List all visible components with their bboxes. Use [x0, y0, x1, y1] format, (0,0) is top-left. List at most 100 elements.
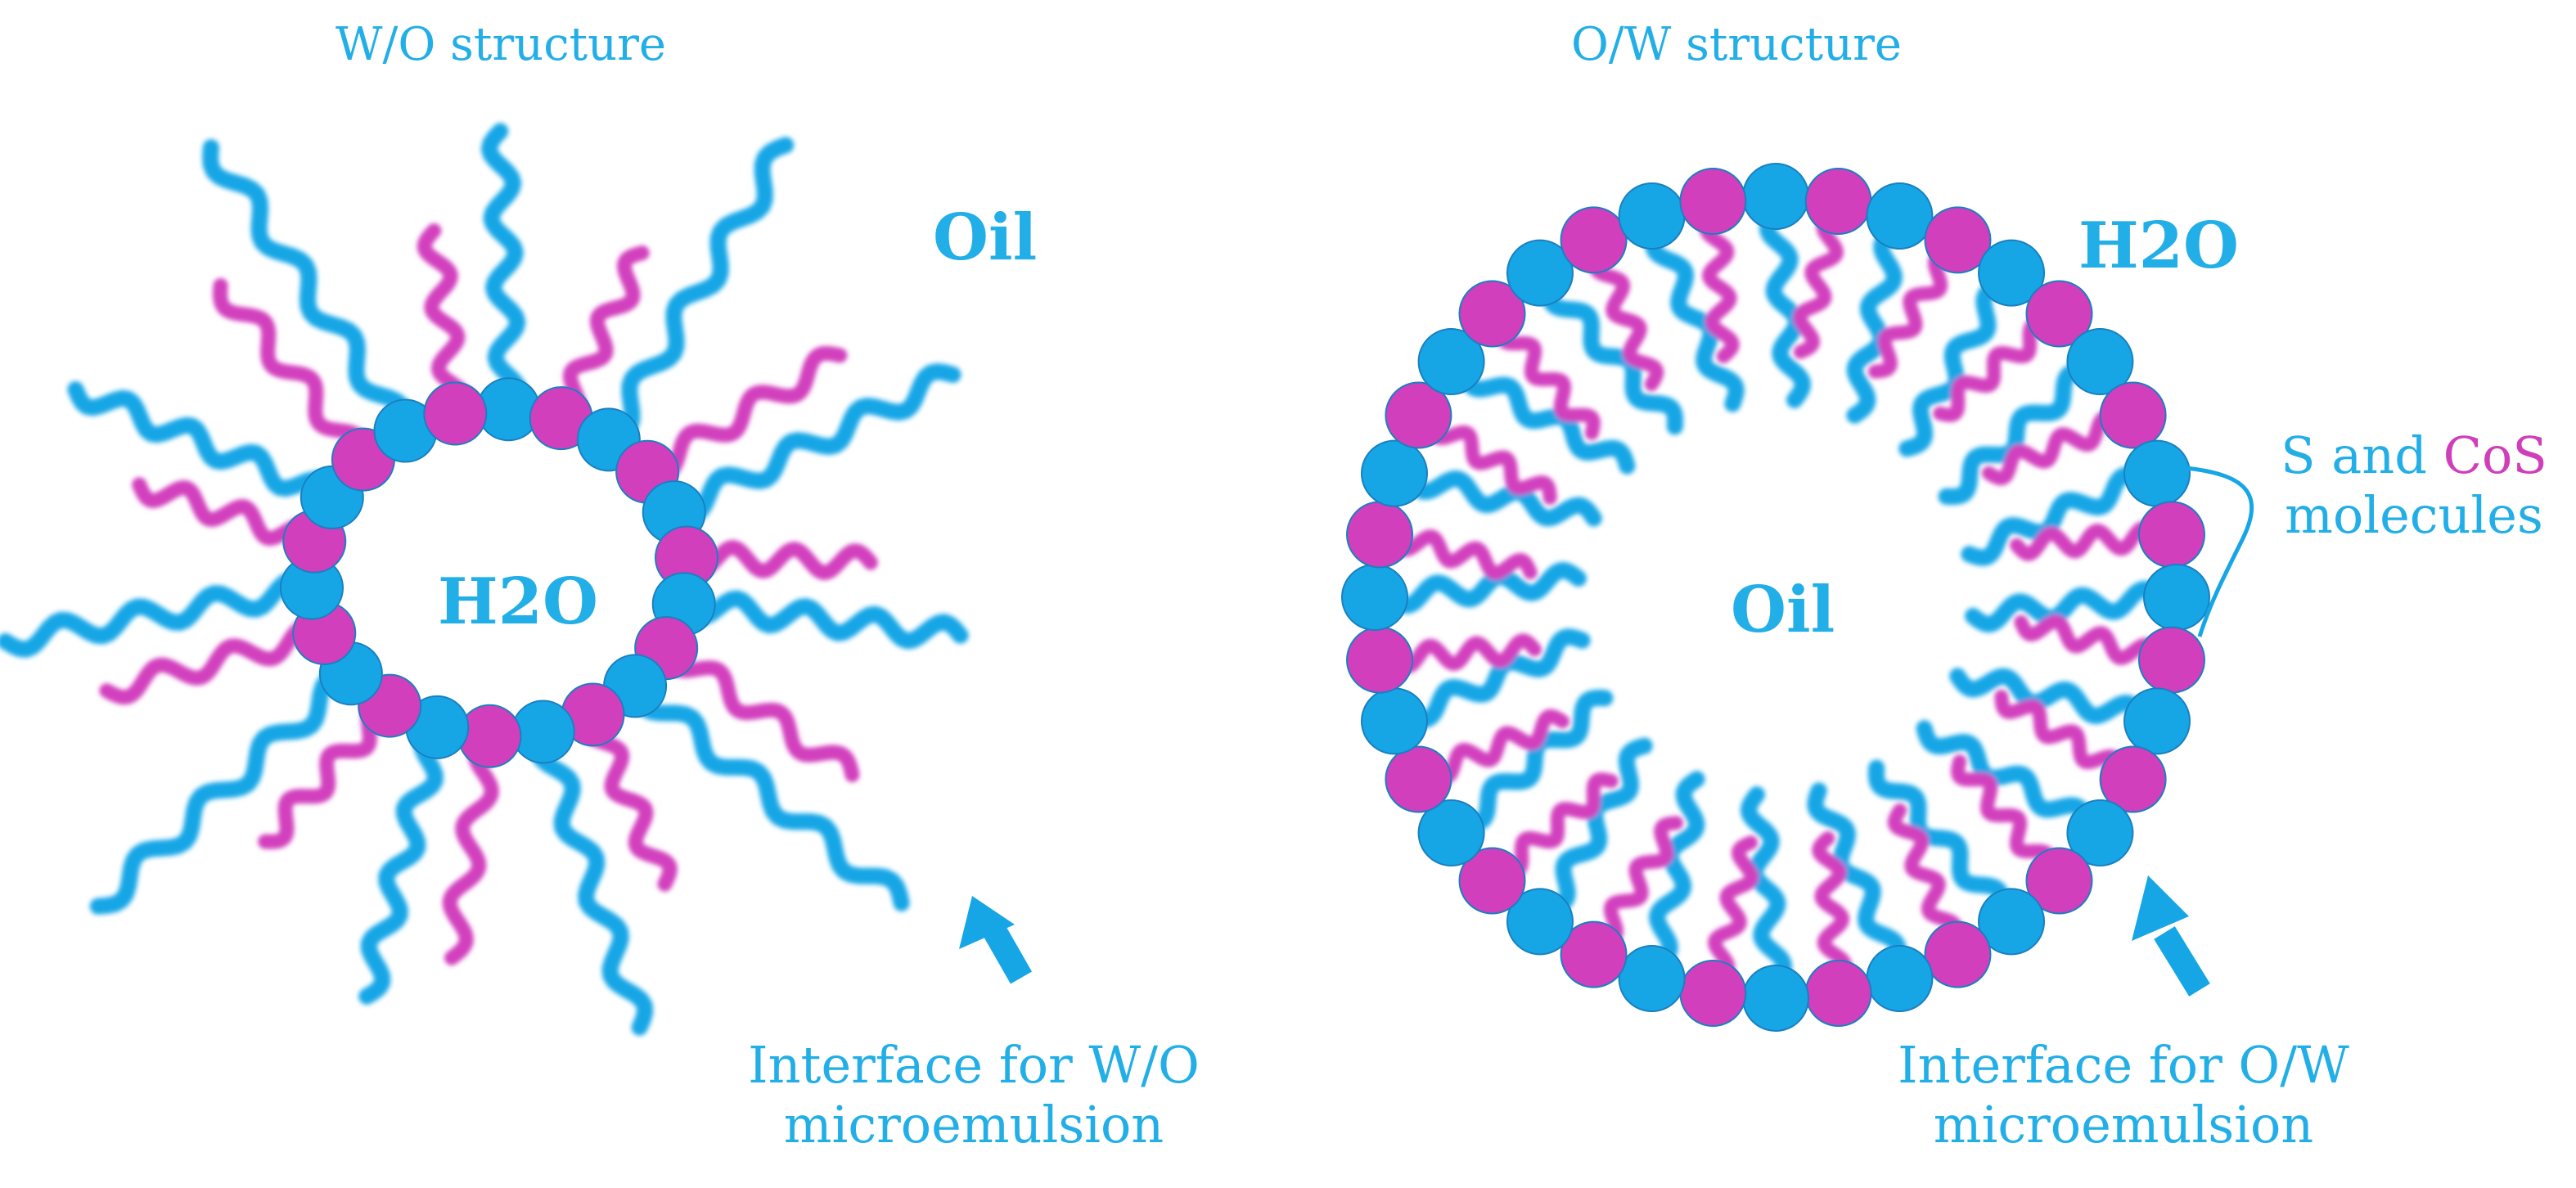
cosurfactant-head [1560, 206, 1628, 274]
surfactant-tail [1949, 668, 2150, 725]
surfactant-head [1506, 239, 1574, 307]
cosurfactant-head [1924, 206, 1992, 274]
ow-core-label: Oil [1731, 573, 1835, 647]
ow-interface-arrow [2132, 875, 2210, 997]
cosurfactant-tail [1389, 633, 1542, 674]
surfactant-tail [665, 363, 961, 524]
cosurfactant-tail [1812, 831, 1853, 984]
surfactant-tail [1541, 737, 1653, 917]
cosurfactant-head [1804, 168, 1872, 236]
surfactant-tail [1456, 689, 1614, 832]
cosurfactant-head [2025, 847, 2093, 915]
ow-interface-line1: Interface for O/W [1898, 1035, 2349, 1095]
surfactant-head [2123, 439, 2191, 507]
cosurfactant-head [423, 381, 488, 446]
cosurfactant-tail [2010, 520, 2163, 561]
wo-headgroups [279, 377, 719, 768]
cos-label: CoS [2443, 425, 2547, 485]
molecules-line1: S and CoS [2259, 425, 2569, 485]
surfactant-tail [480, 123, 528, 418]
cosurfactant-tail [659, 641, 860, 782]
surfactant-tail [627, 677, 910, 911]
cosurfactant-tail [1594, 816, 1683, 947]
wo-interface-line1: Interface for W/O [748, 1035, 1200, 1095]
surfactant-head [1618, 182, 1686, 250]
cosurfactant-head [1346, 626, 1414, 694]
surfactant-head [1978, 239, 2046, 307]
annotations [959, 466, 2254, 997]
wo-interface-arrow [959, 896, 1033, 984]
surfactant-head [2143, 564, 2210, 631]
surfactant-tail [1961, 466, 2150, 566]
surfactant-tail [1867, 759, 2011, 917]
surfactant-tail [1645, 223, 1745, 412]
cosurfactant-tail [1425, 709, 1570, 785]
ow-surfactant-tails [1383, 205, 2168, 990]
molecules-bracket [2186, 466, 2254, 637]
surfactant-tail [1648, 771, 1705, 971]
cosurfactant-head [1679, 168, 1747, 236]
surfactant-tail [1402, 628, 1591, 728]
cosurfactant-tail [1981, 410, 2126, 486]
surfactant-tail [529, 723, 654, 1036]
surfactant-tail [1807, 782, 1907, 971]
cosurfactant-head [1385, 381, 1452, 449]
cosurfactant-tail [640, 345, 848, 482]
cosurfactant-tail [1868, 247, 1957, 379]
cosurfactant-head [1804, 959, 1872, 1027]
cosurfactant-tail [213, 278, 372, 467]
surfactant-tail [1916, 720, 2096, 832]
surfactant-head [1618, 945, 1686, 1013]
cosurfactant-tail [1699, 210, 1740, 363]
cosurfactant-head [2025, 280, 2093, 348]
surfactant-tail [1965, 581, 2168, 632]
ow-outer-label: H2O [2078, 209, 2239, 283]
cosurfactant-tail [1495, 318, 1601, 440]
cosurfactant-head [1679, 959, 1747, 1027]
wo-title: W/O structure [336, 18, 667, 71]
surfactant-tail [1741, 786, 1792, 990]
cosurfactant-head [1385, 745, 1452, 813]
surfactant-tail [0, 571, 320, 658]
cosurfactant-tail [1708, 835, 1759, 984]
cosurfactant-head [2099, 381, 2167, 449]
cosurfactant-tail [1887, 803, 1963, 947]
surfactant-tail [89, 665, 359, 915]
molecules-line2: molecules [2285, 485, 2543, 545]
surfactant-head [1506, 888, 1574, 956]
cosurfactant-tail [1951, 754, 2056, 876]
surfactant-head [1742, 163, 1809, 230]
surfactant-tail [202, 139, 415, 439]
cosurfactant-head [2137, 501, 2205, 569]
ow-interface-caption: Interface for O/W microemulsion [1874, 1035, 2373, 1154]
surfactant-tail [1846, 223, 1903, 424]
cosurfactant-head [457, 704, 522, 768]
wo-interface-caption: Interface for W/O microemulsion [736, 1035, 1211, 1154]
cosurfactant-tail [1588, 247, 1664, 392]
cosurfactant-tail [442, 728, 499, 965]
surfactant-head [2123, 687, 2191, 755]
cosurfactant-head [1346, 501, 1414, 569]
surfactant-tail [1759, 205, 1811, 408]
molecules-caption: S and CoS molecules [2259, 425, 2569, 545]
surfactant-head [1742, 965, 1809, 1032]
surfactant-head [1417, 799, 1485, 867]
surfactant-tail [675, 590, 969, 650]
surfactant-head [1360, 687, 1428, 755]
surfactant-head [1866, 945, 1934, 1013]
wo-core-label: H2O [438, 565, 598, 639]
ow-interface-line2: microemulsion [1933, 1095, 2314, 1154]
surfactant-head [1978, 888, 2046, 956]
cosurfactant-head [1560, 920, 1628, 988]
cosurfactant-tail [2014, 614, 2163, 665]
wo-interface-line2: microemulsion [783, 1095, 1164, 1154]
surfactant-head [1866, 182, 1934, 250]
cosurfactant-tail [1389, 529, 1538, 580]
surfactant-tail [358, 718, 446, 1005]
wo-oil-label: Oil [933, 200, 1038, 275]
surfactant-head [2066, 327, 2134, 395]
cosurfactant-head [1458, 280, 1526, 348]
cosurfactant-head [1924, 920, 1992, 988]
surfactant-head [1360, 439, 1428, 507]
